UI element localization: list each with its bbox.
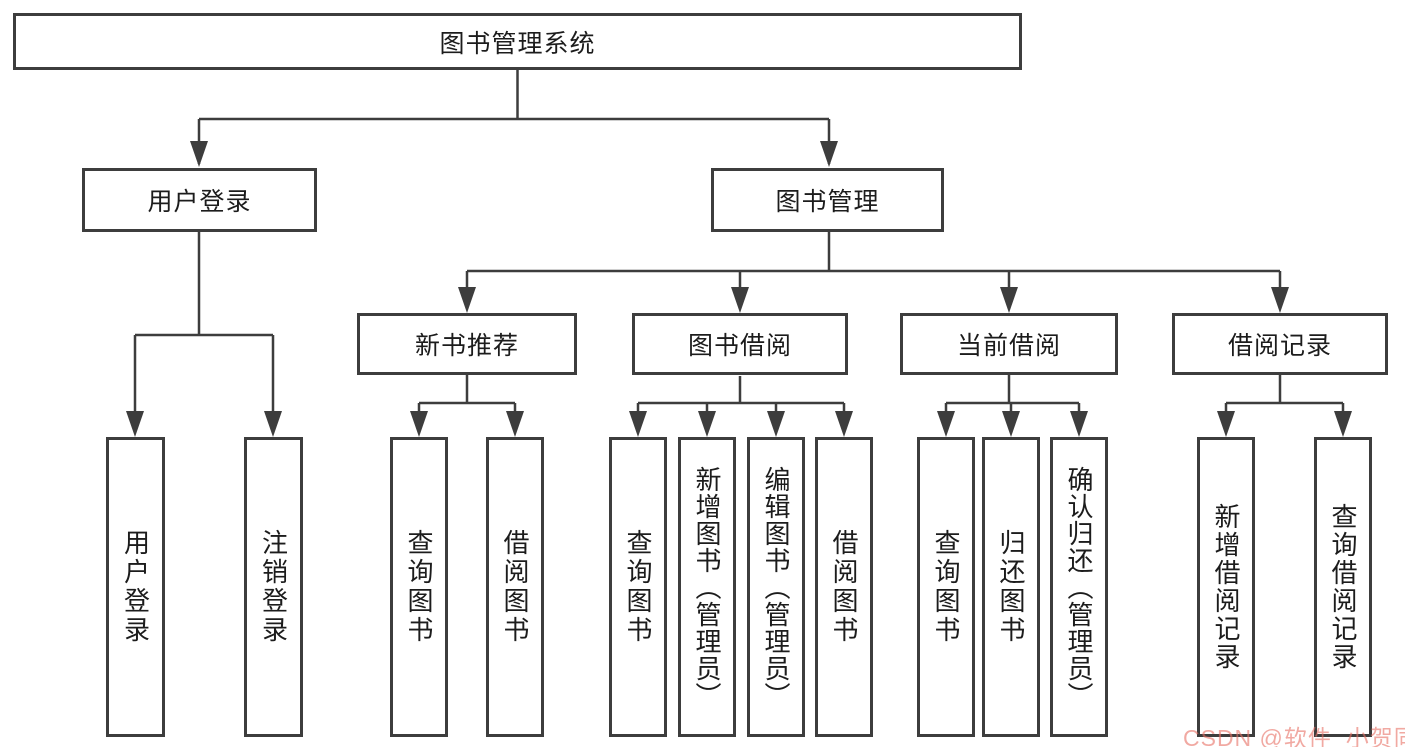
- node-library-management-system: 图书管理系统: [13, 13, 1022, 70]
- csdn-watermark: CSDN @软件_小贺同学: [1183, 725, 1405, 747]
- node-new-book-recommend: 新书推荐: [357, 313, 577, 375]
- node-user-login: 用户登录: [82, 168, 317, 232]
- leaf-borrow-query-books: 查询图书: [609, 437, 667, 737]
- node-book-borrow: 图书借阅: [632, 313, 848, 375]
- connector-borrow-to-leaves: [636, 376, 846, 433]
- leaf-borrow-edit-books-admin: 编辑图书（管理员）: [747, 437, 805, 737]
- connector-bookmgmt-to-level3: [465, 232, 1282, 309]
- leaf-borrow-add-books-admin: 新增图书（管理员）: [678, 437, 736, 737]
- leaf-newbooks-query-books: 查询图书: [390, 437, 448, 737]
- connector-root-to-level2: [197, 70, 831, 164]
- leaf-user-login: 用户登录: [106, 437, 165, 737]
- leaf-newbooks-borrow-books: 借阅图书: [486, 437, 544, 737]
- leaf-records-add-record: 新增借阅记录: [1197, 437, 1255, 737]
- connector-userlogin-to-leaves: [133, 232, 275, 433]
- connector-newbooks-to-leaves: [417, 375, 517, 433]
- arrowheads: [126, 141, 1352, 437]
- node-borrow-records: 借阅记录: [1172, 313, 1388, 375]
- leaf-current-return-books: 归还图书: [982, 437, 1040, 737]
- node-current-borrow: 当前借阅: [900, 313, 1118, 375]
- leaf-borrow-borrow-books: 借阅图书: [815, 437, 873, 737]
- leaf-current-query-books: 查询图书: [917, 437, 975, 737]
- node-book-management: 图书管理: [711, 168, 944, 232]
- leaf-current-confirm-return-admin: 确认归还（管理员）: [1050, 437, 1108, 737]
- leaf-logout: 注销登录: [244, 437, 303, 737]
- leaf-records-query-record: 查询借阅记录: [1314, 437, 1372, 737]
- connector-records-to-leaves: [1224, 375, 1345, 433]
